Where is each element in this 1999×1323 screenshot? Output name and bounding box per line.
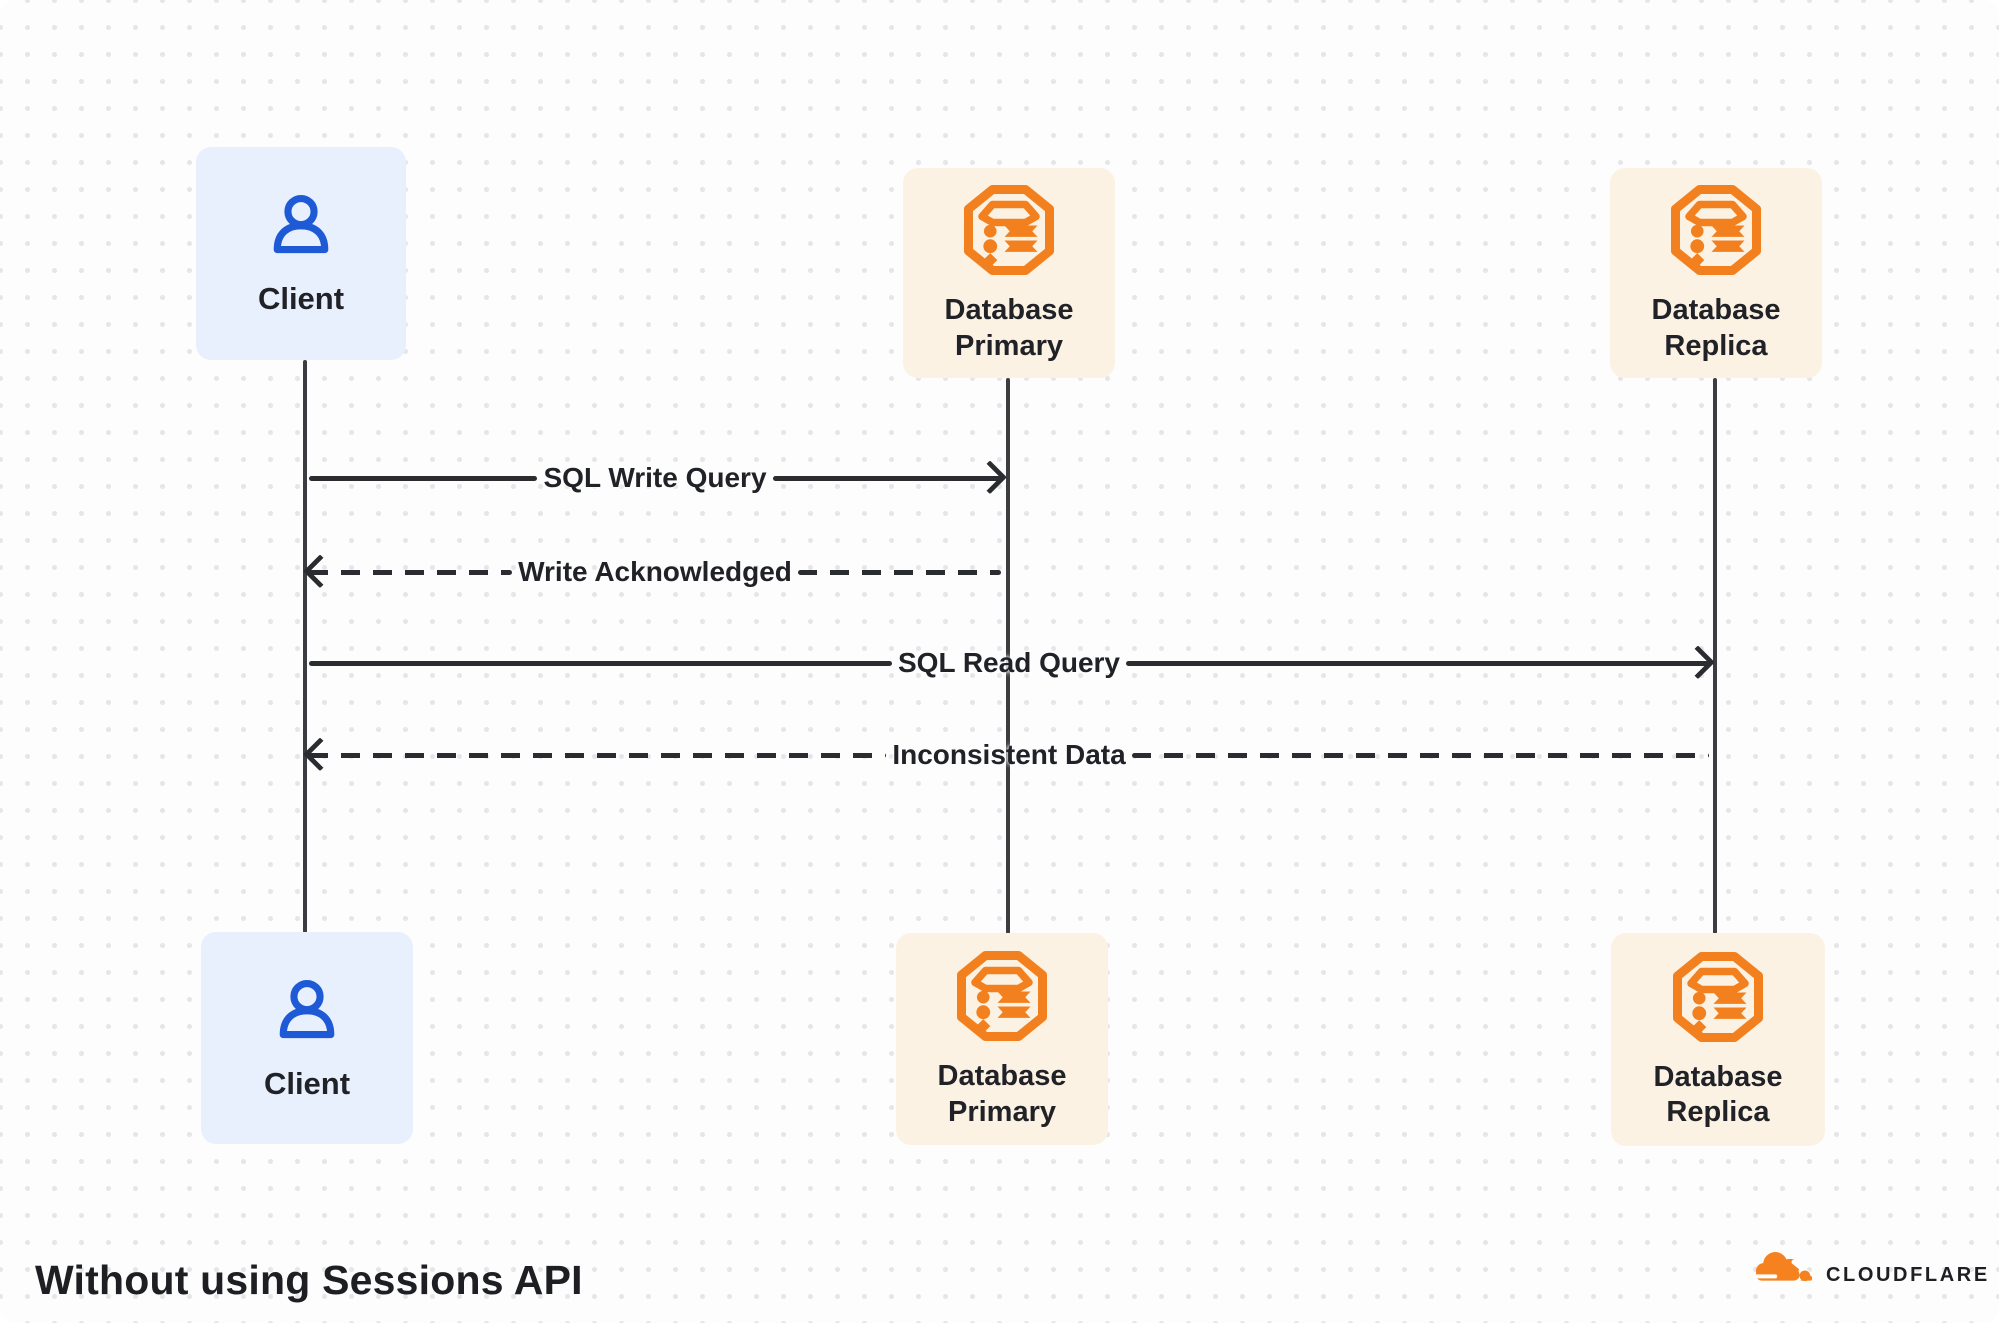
actor-client-top: Client bbox=[196, 147, 406, 360]
arrow-line-dashed bbox=[309, 569, 513, 575]
actor-database-replica-top: Database Replica bbox=[1610, 168, 1822, 378]
actor-label-database-primary-top: Database Primary bbox=[944, 294, 1074, 362]
lifeline-database-primary bbox=[1006, 378, 1010, 934]
actor-label-client-bottom: Client bbox=[263, 1065, 351, 1101]
arrow-line bbox=[772, 475, 1001, 481]
message-sql-write-query: SQL Write Query bbox=[309, 456, 1007, 500]
message-label: Write Acknowledged bbox=[518, 556, 792, 587]
message-label: SQL Write Query bbox=[543, 462, 767, 493]
arrow-line bbox=[309, 660, 892, 666]
diagram-title: Without using Sessions API bbox=[35, 1257, 583, 1303]
actor-client-bottom: Client bbox=[201, 932, 413, 1144]
arrow-line bbox=[1126, 660, 1710, 666]
message-label: Inconsistent Data bbox=[892, 739, 1126, 770]
message-label: SQL Read Query bbox=[898, 647, 1121, 678]
arrow-line-dashed bbox=[1131, 752, 1710, 758]
arrowhead-left-icon bbox=[303, 737, 337, 772]
message-inconsistent-data: Inconsistent Data bbox=[303, 733, 1710, 777]
cloudflare-cloud-icon bbox=[1754, 1252, 1817, 1282]
arrowhead-right-icon bbox=[1681, 645, 1715, 680]
person-icon bbox=[269, 974, 345, 1050]
lifeline-database-replica bbox=[1713, 378, 1717, 934]
actor-database-primary-bottom: Database Primary bbox=[896, 933, 1108, 1145]
actor-label-database-replica-top: Database Replica bbox=[1651, 294, 1781, 362]
actor-database-replica-bottom: Database Replica bbox=[1611, 933, 1825, 1146]
actor-label-database-primary-bottom: Database Primary bbox=[937, 1060, 1067, 1128]
message-write-acknowledged: Write Acknowledged bbox=[303, 550, 1002, 594]
actor-label-client-top: Client bbox=[257, 281, 345, 317]
database-icon bbox=[1668, 182, 1764, 278]
actor-label-database-replica-bottom: Database Replica bbox=[1653, 1060, 1783, 1128]
arrow-line-dashed bbox=[309, 752, 887, 758]
person-icon bbox=[263, 189, 339, 265]
database-icon bbox=[961, 182, 1057, 278]
actor-database-primary-top: Database Primary bbox=[903, 168, 1115, 378]
arrowhead-left-icon bbox=[303, 554, 337, 589]
arrowhead-right-icon bbox=[973, 460, 1007, 495]
arrow-line bbox=[309, 475, 538, 481]
database-icon bbox=[1670, 949, 1766, 1045]
arrow-line-dashed bbox=[797, 569, 1002, 575]
message-sql-read-query: SQL Read Query bbox=[309, 641, 1715, 685]
cloudflare-logo: CLOUDFLARE bbox=[1753, 1248, 1990, 1290]
lifeline-client bbox=[303, 360, 307, 933]
database-icon bbox=[954, 948, 1050, 1044]
cloudflare-wordmark: CLOUDFLARE bbox=[1826, 1263, 1990, 1286]
